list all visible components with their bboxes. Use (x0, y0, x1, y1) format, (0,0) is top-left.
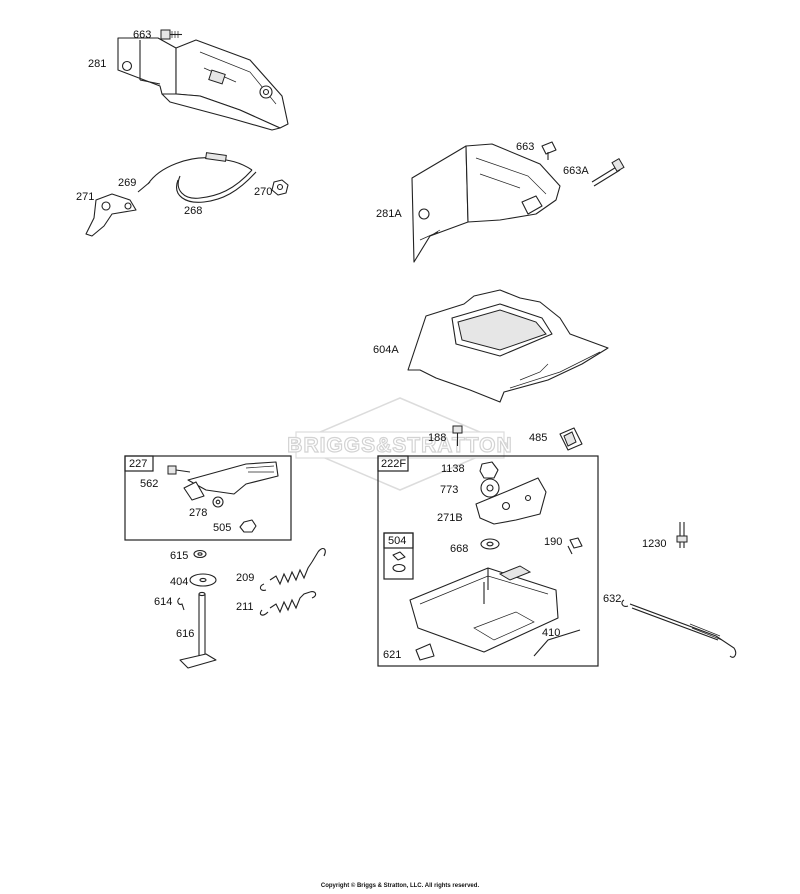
part-188-screw (452, 425, 463, 446)
brand-watermark: BRIGGS&STRATTON (287, 397, 512, 491)
callout-668: 668 (450, 543, 468, 555)
callout-663A: 663A (563, 165, 589, 177)
part-281-bracket (117, 37, 289, 131)
callout-1230: 1230 (642, 538, 666, 550)
part-615-washer (193, 549, 207, 559)
callout-773: 773 (440, 484, 458, 496)
kit-222F-label: 222F (381, 458, 406, 470)
part-190-bolt (567, 537, 583, 555)
callout-278: 278 (189, 507, 207, 519)
callout-663-right: 663 (516, 141, 534, 153)
callout-615: 615 (170, 550, 188, 562)
callout-211: 211 (236, 601, 254, 613)
callout-271B: 271B (437, 512, 463, 524)
part-663-right-bolt (541, 141, 557, 160)
callout-616: 616 (176, 628, 194, 640)
part-209-spring (259, 547, 326, 591)
watermark-text: BRIGGS&STRATTON (287, 434, 512, 457)
callout-663: 663 (133, 29, 151, 41)
part-271-lever (85, 193, 137, 237)
callout-604A: 604A (373, 344, 399, 356)
callout-1138: 1138 (441, 463, 465, 475)
copyright-notice: Copyright © Briggs & Stratton, LLC. All … (320, 883, 480, 889)
kit-227-box: 227 (124, 455, 292, 541)
part-632-rod (621, 599, 737, 658)
callout-271: 271 (76, 191, 94, 203)
part-281A-bracket (411, 143, 561, 263)
kit-222F-box: 222F (377, 455, 599, 667)
part-404-washer (189, 573, 217, 587)
callout-614: 614 (154, 596, 172, 608)
callout-281: 281 (88, 58, 106, 70)
callout-621: 621 (383, 649, 401, 661)
part-604A-cover (407, 289, 609, 403)
part-663-bolt (160, 29, 182, 40)
callout-190: 190 (544, 536, 562, 548)
part-1230-stud (676, 522, 688, 548)
callout-404: 404 (170, 576, 188, 588)
callout-269: 269 (118, 177, 136, 189)
callout-410: 410 (542, 627, 560, 639)
callout-505: 505 (213, 522, 231, 534)
part-485-clip (559, 427, 583, 451)
callout-485: 485 (529, 432, 547, 444)
callout-188: 188 (428, 432, 446, 444)
callout-270: 270 (254, 186, 272, 198)
part-268-cable (137, 152, 257, 203)
part-211-spring (259, 591, 317, 616)
kit-504-label: 504 (388, 535, 406, 547)
callout-labels: 663 281 269 271 268 270 663 663A 281A 60… (76, 29, 666, 661)
callout-562: 562 (140, 478, 158, 490)
part-270-nut (271, 179, 289, 196)
callout-281A: 281A (376, 208, 402, 220)
kit-504-box: 504 (383, 532, 414, 580)
callout-268: 268 (184, 205, 202, 217)
kit-227-label: 227 (129, 458, 147, 470)
part-616-shaft (179, 591, 217, 669)
part-614-clip (177, 597, 185, 611)
part-663A-bolt (591, 157, 625, 187)
callout-209: 209 (236, 572, 254, 584)
callout-632: 632 (603, 593, 621, 605)
